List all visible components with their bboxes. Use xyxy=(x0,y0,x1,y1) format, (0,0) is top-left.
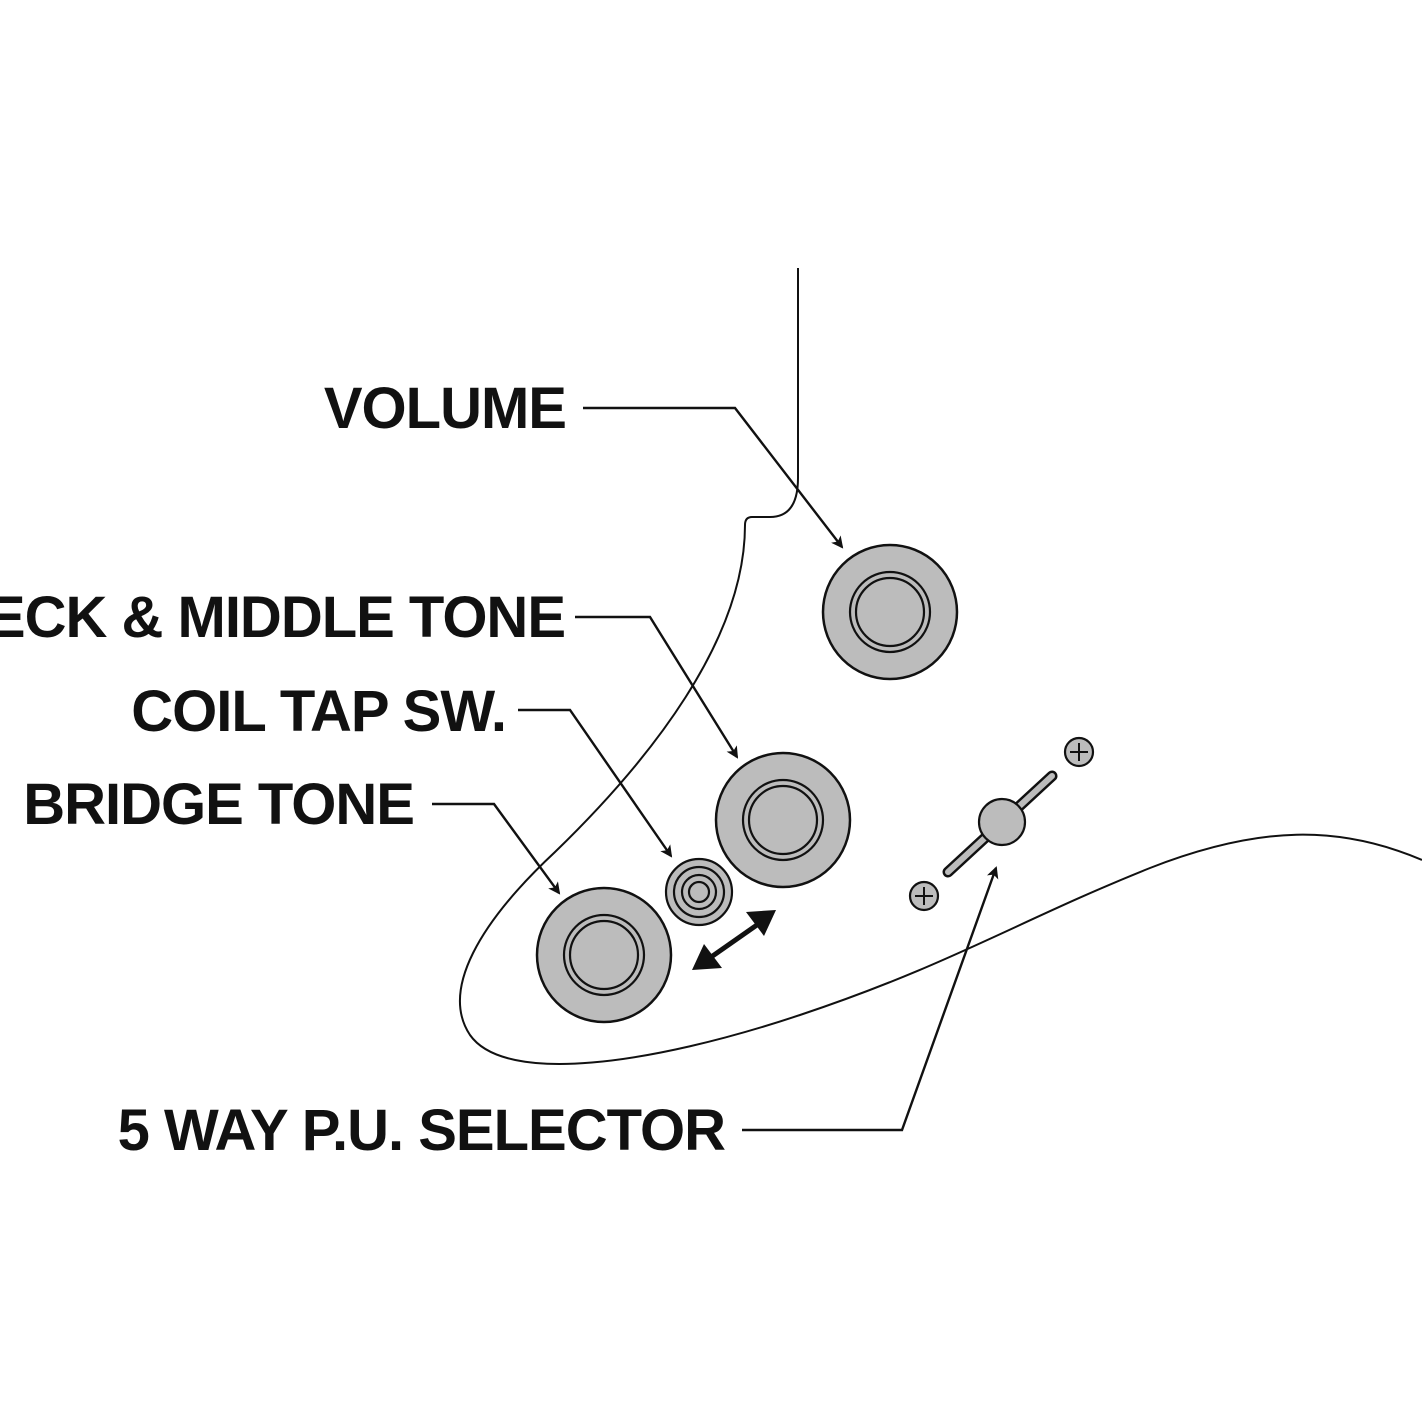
pickup-selector-leader xyxy=(742,866,999,1132)
bridge-tone-leader xyxy=(432,802,561,895)
neck-middle-tone-label: NECK & MIDDLE TONE xyxy=(0,585,565,650)
neck-middle-tone-knob xyxy=(714,751,852,889)
volume-label: VOLUME xyxy=(324,376,566,441)
volume-leader xyxy=(583,406,844,549)
screw-icon xyxy=(908,880,940,912)
pickup-selector-switch xyxy=(908,736,1095,912)
body-center-line xyxy=(459,268,1422,1065)
coil-tap-leader xyxy=(518,708,673,858)
bridge-tone-knob xyxy=(535,886,673,1024)
guitar-body-outline xyxy=(459,268,1422,1065)
volume-knob xyxy=(821,543,959,681)
screw-icon xyxy=(1063,736,1095,768)
neck-middle-tone-leader xyxy=(575,615,739,759)
pickup-selector-label: 5 WAY P.U. SELECTOR xyxy=(118,1098,726,1163)
bridge-tone-label: BRIDGE TONE xyxy=(23,772,414,837)
double-arrow-icon xyxy=(692,910,776,970)
coil-tap-switch-label: COIL TAP SW. xyxy=(131,679,506,744)
coil-tap-switch xyxy=(664,857,734,927)
